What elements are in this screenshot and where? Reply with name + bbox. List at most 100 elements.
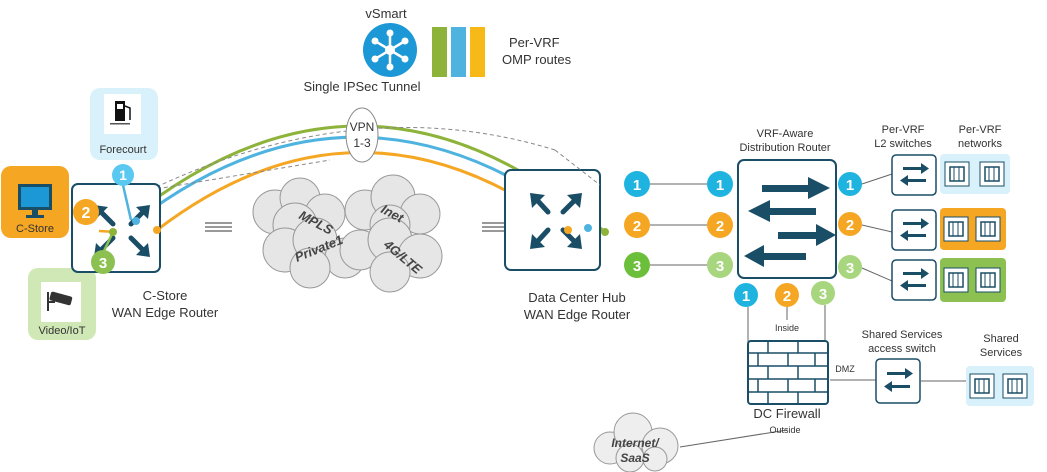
vrf-badge-fw-3: 3 bbox=[811, 281, 835, 305]
vrf-badge-hub-2: 2 bbox=[624, 212, 650, 238]
vrf-badge-dist-in-1: 1 bbox=[707, 171, 733, 197]
network-vrf1 bbox=[940, 154, 1010, 194]
internet-label-2: SaaS bbox=[620, 451, 649, 465]
firewall-icon bbox=[747, 340, 829, 405]
transport-clouds bbox=[252, 174, 443, 293]
video-iot-device: Video/IoT bbox=[28, 268, 96, 340]
per-vrf-omp-label-2: OMP routes bbox=[502, 52, 572, 67]
network-vrf2 bbox=[940, 208, 1006, 250]
cstore-endpoints bbox=[109, 217, 161, 236]
transport-link-left bbox=[205, 222, 232, 232]
security-camera-icon bbox=[47, 291, 73, 311]
outside-link bbox=[679, 429, 788, 448]
svg-text:1: 1 bbox=[633, 177, 641, 194]
server-icon bbox=[944, 161, 970, 187]
svg-text:3: 3 bbox=[846, 260, 854, 277]
monitor-icon bbox=[18, 184, 52, 218]
vrf-badge-hub-3: 3 bbox=[624, 252, 650, 278]
dmz-label: DMZ bbox=[835, 364, 855, 374]
dc-hub-endpoints bbox=[564, 224, 609, 236]
vrf-badge-fw-2: 2 bbox=[775, 283, 799, 307]
svg-text:2: 2 bbox=[633, 218, 641, 235]
transport-link-right bbox=[482, 222, 506, 232]
internet-cloud bbox=[593, 412, 679, 472]
svg-text:2: 2 bbox=[716, 218, 724, 235]
vrf-badge-cstore: 2 bbox=[73, 199, 99, 225]
shared-access-label: Shared Services bbox=[862, 329, 943, 341]
forecourt-label: Forecourt bbox=[99, 144, 146, 156]
svg-text:3: 3 bbox=[99, 255, 107, 272]
vrf-badge-dist-out-1: 1 bbox=[838, 172, 862, 196]
cstore-label: C-Store bbox=[16, 223, 54, 235]
svg-text:1: 1 bbox=[716, 177, 724, 194]
svg-text:1: 1 bbox=[846, 177, 854, 194]
cstore-router-label: C-Store bbox=[143, 288, 188, 303]
shared-switch-icon bbox=[875, 358, 921, 404]
shared-services-label-2: Services bbox=[980, 347, 1023, 359]
cloud-4g-lte bbox=[339, 217, 443, 293]
server-icon bbox=[969, 373, 995, 399]
switch-icon-vrf2 bbox=[891, 209, 937, 251]
dc-firewall-label: DC Firewall bbox=[753, 406, 820, 421]
svg-text:1: 1 bbox=[119, 167, 127, 183]
internet-label: Internet/ bbox=[611, 436, 660, 450]
per-vrf-networks-label: Per-VRF bbox=[959, 124, 1002, 136]
firewall-inside-links bbox=[747, 305, 826, 343]
server-icon bbox=[975, 216, 1001, 242]
svg-text:1: 1 bbox=[742, 288, 750, 305]
distribution-router-icon bbox=[737, 159, 837, 279]
network-vrf3 bbox=[940, 258, 1006, 302]
outside-label: Outside bbox=[769, 425, 800, 435]
vrf-badge-dist-in-2: 2 bbox=[707, 212, 733, 238]
router-icon bbox=[71, 183, 161, 273]
cstore-router-label-2: WAN Edge Router bbox=[112, 305, 219, 320]
per-vrf-omp-label: Per-VRF bbox=[509, 35, 560, 50]
vrf-badge-fw-1: 1 bbox=[734, 283, 758, 307]
per-vrf-l2-label-2: L2 switches bbox=[874, 138, 932, 150]
forecourt-device: Forecourt bbox=[90, 88, 158, 160]
video-iot-label: Video/IoT bbox=[39, 325, 86, 337]
switch-icon-vrf1 bbox=[891, 154, 937, 196]
tunnel-outline bbox=[149, 127, 556, 191]
per-vrf-networks-label-2: networks bbox=[958, 138, 1003, 150]
per-vrf-l2-label: Per-VRF bbox=[882, 124, 925, 136]
vrf-aware-label-2: Distribution Router bbox=[739, 142, 830, 154]
shared-services-servers bbox=[966, 366, 1034, 406]
shared-access-label-2: access switch bbox=[868, 343, 936, 355]
vrf-badge-dist-out-3: 3 bbox=[838, 255, 862, 279]
dc-dashed-outline bbox=[554, 149, 601, 186]
dc-hub-label: Data Center Hub bbox=[528, 290, 626, 305]
svg-text:3: 3 bbox=[633, 258, 641, 275]
server-icon bbox=[975, 267, 1001, 293]
cstore-device: C-Store bbox=[1, 166, 69, 238]
dc-hub-router-icon bbox=[504, 169, 601, 271]
svg-text:2: 2 bbox=[82, 205, 91, 222]
vrf-badge-dist-in-3: 3 bbox=[707, 252, 733, 278]
vrf-badge-video: 3 bbox=[91, 250, 115, 274]
svg-text:2: 2 bbox=[783, 288, 791, 305]
dist-l2-links bbox=[861, 173, 893, 282]
server-icon bbox=[943, 216, 969, 242]
server-icon bbox=[979, 161, 1005, 187]
switch-icon-vrf3 bbox=[891, 259, 937, 301]
vrf-aware-label: VRF-Aware bbox=[757, 128, 814, 140]
vrf-badge-hub-1: 1 bbox=[624, 171, 650, 197]
svg-text:3: 3 bbox=[716, 258, 724, 275]
svg-text:3: 3 bbox=[819, 286, 827, 303]
server-icon bbox=[943, 267, 969, 293]
single-ipsec-label: Single IPSec Tunnel bbox=[303, 79, 420, 94]
omp-route-bars bbox=[432, 27, 485, 77]
vpn-label: VPN bbox=[350, 120, 375, 134]
dc-hub-label-2: WAN Edge Router bbox=[524, 307, 631, 322]
vsmart-label: vSmart bbox=[365, 6, 407, 21]
server-icon bbox=[1002, 373, 1028, 399]
shared-services-label: Shared bbox=[983, 333, 1018, 345]
vpn-range-label: 1-3 bbox=[353, 136, 371, 150]
inside-label: Inside bbox=[775, 323, 799, 333]
svg-text:2: 2 bbox=[846, 217, 854, 234]
vrf-badge-dist-out-2: 2 bbox=[838, 212, 862, 236]
hub-network-icon bbox=[363, 23, 417, 77]
fuel-pump-icon bbox=[110, 101, 131, 125]
vpn-tunnel-ellipse bbox=[345, 107, 379, 163]
